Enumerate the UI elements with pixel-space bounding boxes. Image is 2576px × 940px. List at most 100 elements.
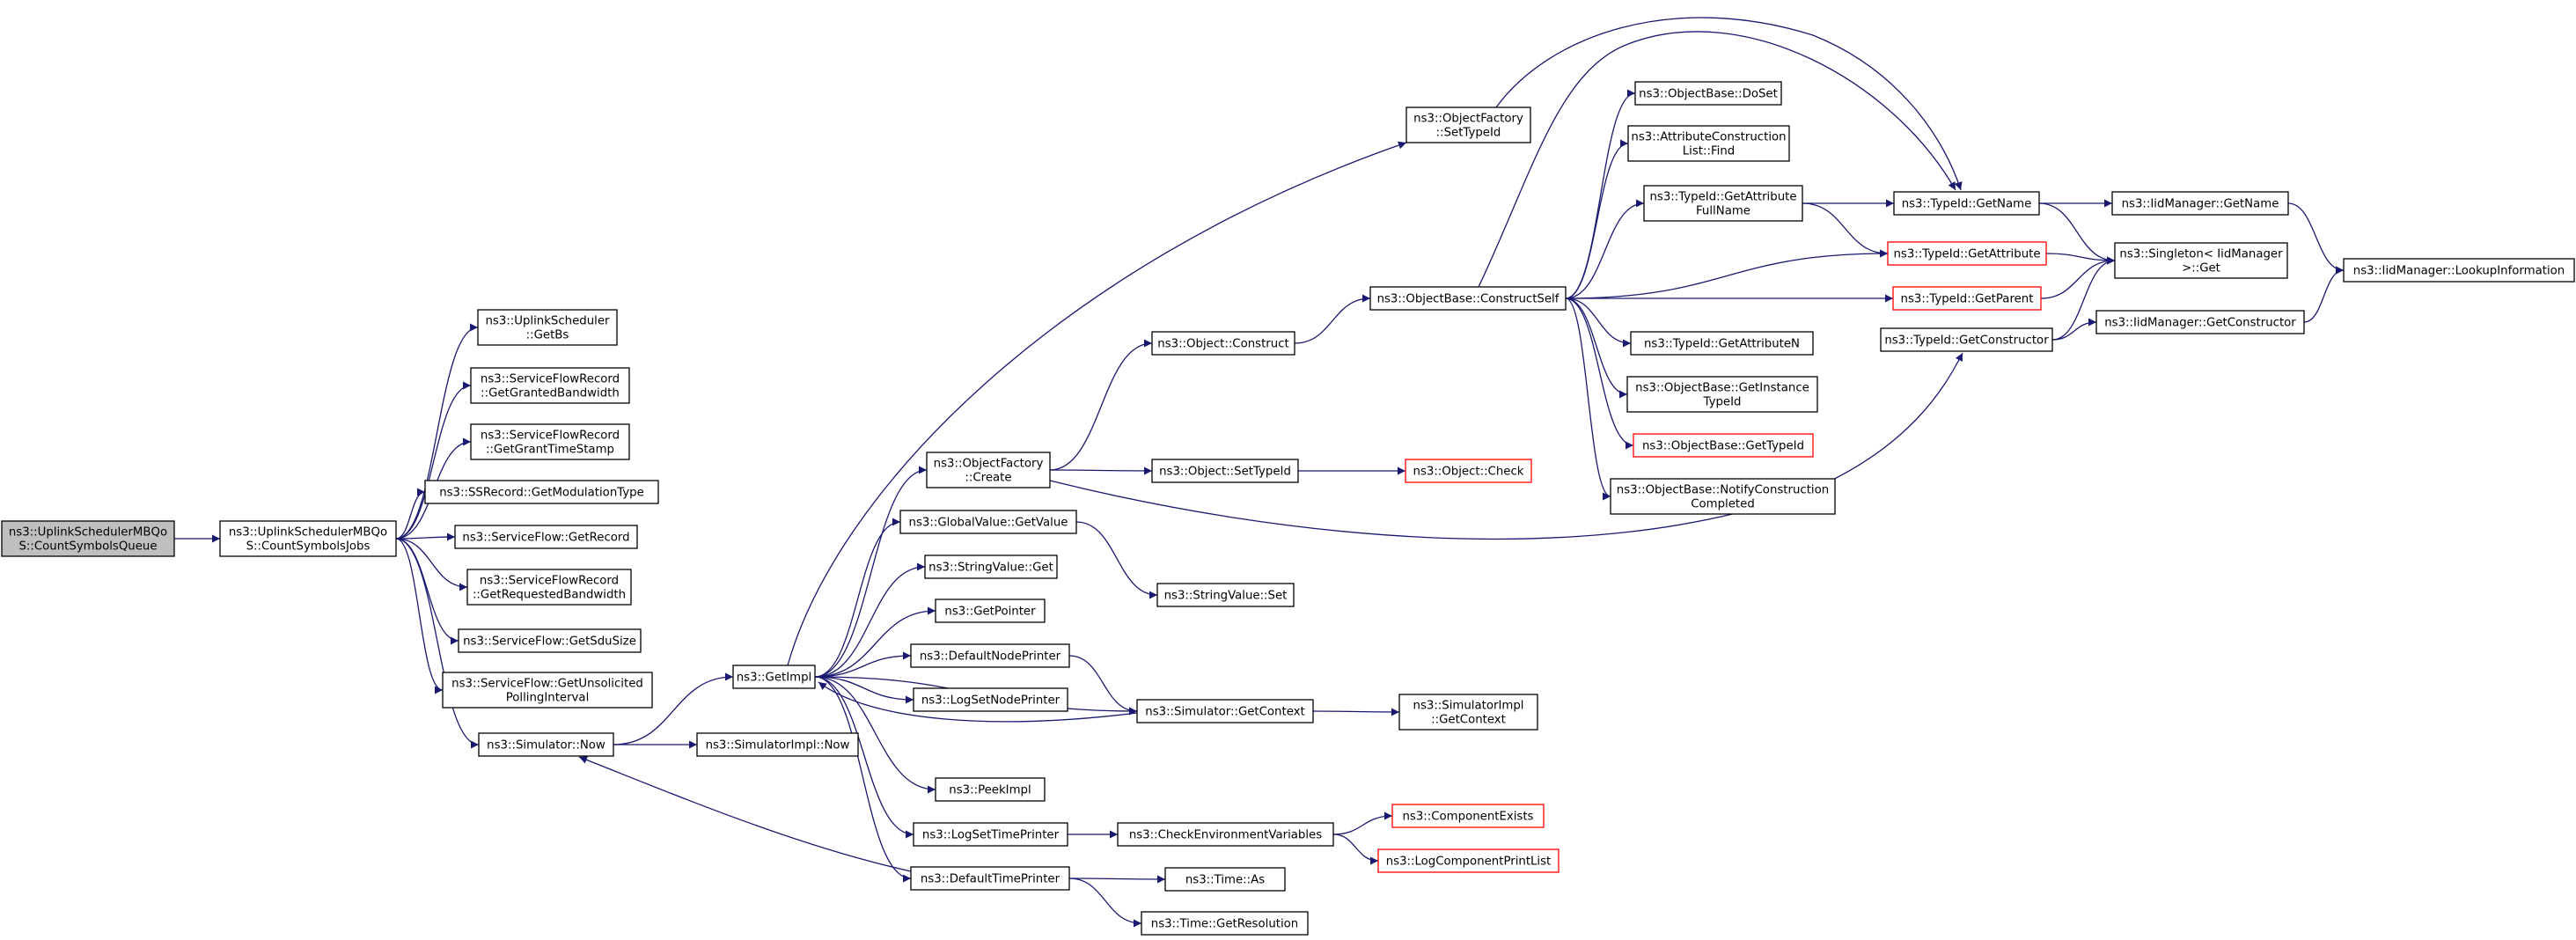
edge-line [1068,655,1138,716]
node-root[interactable]: ns3::UplinkSchedulerMBQoS::CountSymbolsQ… [1,520,175,557]
node-box [1643,185,1803,222]
node-objconstruct[interactable]: ns3::Object::Construct [1151,331,1295,356]
node-getbs[interactable]: ns3::UplinkScheduler::GetBs [477,309,618,346]
node-obgtid[interactable]: ns3::ObjectBase::GetTypeId [1633,433,1814,458]
node-peek[interactable]: ns3::PeekImpl [935,777,1046,802]
node-label: ns3::Object::Check [1413,466,1524,479]
node-box [2343,258,2575,283]
edge-line [395,488,426,540]
node-label: PollingInterval [506,692,590,705]
edge-line [1565,297,1611,501]
node-box [1887,241,2047,266]
node-label: ns3::Object::Construct [1157,338,1288,351]
node-cev[interactable]: ns3::CheckEnvironmentVariables [1117,822,1334,847]
node-singget[interactable]: ns3::Singleton< IidManager >::Get [2114,242,2288,279]
edge-iidgc-to-iidli [2303,266,2345,323]
node-label: ns3::StringValue::Get [928,562,1053,575]
node-tidgc[interactable]: ns3::TypeId::GetConstructor [1880,327,2053,352]
node-iidgn[interactable]: ns3::IidManager::GetName [2111,191,2289,216]
node-label: ns3::ObjectBase::GetInstance [1635,382,1809,395]
edge-dtp-to-timeres [1068,878,1142,928]
node-sdu[interactable]: ns3::ServiceFlow::GetSduSize [458,628,642,653]
edge-line [1068,875,1166,884]
node-iidli[interactable]: ns3::IidManager::LookupInformation [2343,258,2575,283]
node-ggb[interactable]: ns3::ServiceFlowRecord::GetGrantedBandwi… [470,367,630,404]
edge-ofsettid-to-tidgn [1495,17,1963,191]
node-label: Completed [1691,498,1755,511]
node-lstp[interactable]: ns3::LogSetTimePrinter [913,822,1068,847]
edge-cself-to-obgtid [1565,297,1634,450]
node-box [1391,804,1545,828]
node-label: List::Find [1683,145,1735,158]
node-svget[interactable]: ns3::StringValue::Get [924,554,1058,579]
node-box [899,510,1077,534]
node-label: ns3::UplinkScheduler [485,315,610,328]
node-sfgr[interactable]: ns3::ServiceFlow::GetRecord [454,525,638,549]
node-lcpl[interactable]: ns3::LogComponentPrintList [1377,848,1560,873]
node-label: >::Get [2182,262,2220,275]
node-label: ns3::Time::As [1185,874,1265,887]
edge-simctx-to-getimpl [818,681,1138,723]
node-tidga[interactable]: ns3::TypeId::GetAttribute [1887,241,2047,266]
node-objcheck[interactable]: ns3::Object::Check [1405,459,1532,483]
edge-getimpl-to-gvget [814,518,901,678]
node-tidgp[interactable]: ns3::TypeId::GetParent [1892,286,2042,311]
node-label: ::GetBs [526,329,569,342]
node-box [1164,867,1286,892]
node-ggts[interactable]: ns3::ServiceFlowRecord::GetGrantTimeStam… [470,423,630,460]
edge-line [814,676,912,883]
node-lsnp[interactable]: ns3::LogSetNodePrinter [913,687,1068,712]
edge-csj-to-simnow [395,538,480,749]
node-ofsettid[interactable]: ns3::ObjectFactory::SetTypeId [1405,106,1531,143]
node-ofcreate[interactable]: ns3::ObjectFactory::Create [926,452,1051,488]
edge-line [395,538,480,749]
node-getptr[interactable]: ns3::GetPointer [935,599,1046,623]
node-gvget[interactable]: ns3::GlobalValue::GetValue [899,510,1077,534]
node-upi[interactable]: ns3::ServiceFlow::GetUnsolicitedPollingI… [442,672,653,709]
node-label: ns3::GlobalValue::GetValue [909,517,1068,530]
node-iidgc[interactable]: ns3::IidManager::GetConstructor [2095,310,2305,334]
node-simctx[interactable]: ns3::Simulator::GetContext [1136,699,1314,723]
node-dtp[interactable]: ns3::DefaultTimePrinter [910,866,1070,891]
edge-line [2051,318,2097,341]
node-box [732,665,816,689]
node-csj[interactable]: ns3::UplinkSchedulerMBQoS::CountSymbolsJ… [219,520,397,557]
node-box [696,732,859,757]
node-box [1398,694,1538,731]
node-ssr[interactable]: ns3::SSRecord::GetModulationType [424,480,659,504]
node-svset[interactable]: ns3::StringValue::Set [1156,583,1295,607]
edge-line [814,562,926,678]
edge-line [395,538,444,694]
nodes-layer: ns3::UplinkSchedulerMBQoS::CountSymbolsQ… [1,81,2575,936]
node-getimpl[interactable]: ns3::GetImpl [732,665,816,689]
node-dnp[interactable]: ns3::DefaultNodePrinter [910,643,1070,668]
node-timeres[interactable]: ns3::Time::GetResolution [1141,911,1309,936]
node-grb[interactable]: ns3::ServiceFlowRecord::GetRequestedBand… [466,569,632,606]
edge-cself-to-doset [1565,89,1636,299]
node-label: ns3::TypeId::GetConstructor [1884,334,2049,348]
node-label: ns3::ServiceFlowRecord [481,430,620,443]
node-cself[interactable]: ns3::ObjectBase::ConstructSelf [1369,286,1567,311]
node-label: ns3::SimulatorImpl::Now [706,739,850,753]
node-timeas[interactable]: ns3::Time::As [1164,867,1286,892]
node-label: ns3::LogSetTimePrinter [922,829,1060,842]
node-implctx[interactable]: ns3::SimulatorImpl::GetContext [1398,694,1538,731]
node-gan[interactable]: ns3::TypeId::GetAttributeN [1630,331,1814,356]
node-label: ns3::LogComponentPrintList [1386,856,1552,869]
node-doset[interactable]: ns3::ObjectBase::DoSet [1634,81,1782,106]
node-tidgn[interactable]: ns3::TypeId::GetName [1893,191,2040,216]
edge-cev-to-lcpl [1332,834,1379,865]
node-nconst[interactable]: ns3::ObjectBase::NotifyConstructionCompl… [1610,478,1836,515]
node-label: ns3::Object::SetTypeId [1159,466,1291,479]
node-implnow[interactable]: ns3::SimulatorImpl::Now [696,732,859,757]
node-simnow[interactable]: ns3::Simulator::Now [478,732,614,757]
node-compexists[interactable]: ns3::ComponentExists [1391,804,1545,828]
node-box [1633,433,1814,458]
node-box [466,569,632,606]
edges-layer [174,17,2345,928]
node-objsettid[interactable]: ns3::Object::SetTypeId [1151,459,1299,483]
node-label: ns3::ComponentExists [1402,811,1533,824]
